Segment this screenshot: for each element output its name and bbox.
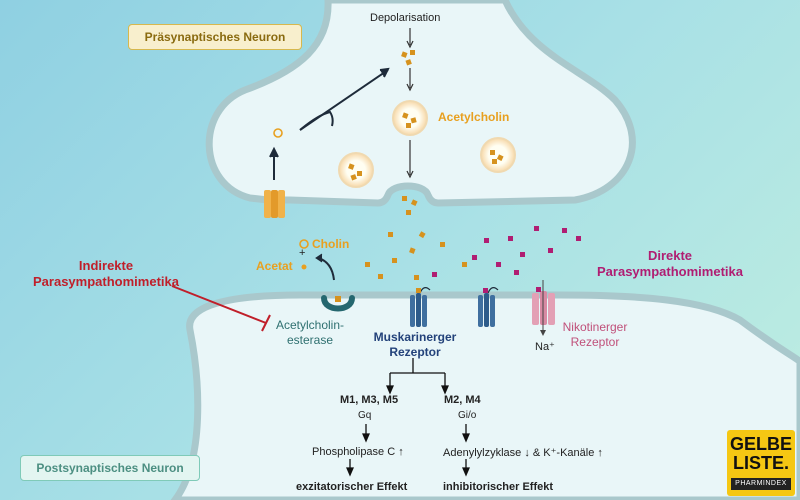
muscarinic-label-line2: Rezeptor — [389, 345, 441, 359]
vesicle — [392, 100, 428, 136]
vesicle — [480, 137, 516, 173]
acetylcholinesterase — [321, 295, 355, 312]
nicotinic-label-line1: Nikotinerger — [562, 320, 628, 334]
postsynaptic-neuron-label: Postsynaptisches Neuron — [20, 455, 200, 481]
inhibition-line — [171, 285, 271, 332]
choline-molecule — [299, 239, 309, 249]
nicotinic-receptor — [532, 280, 555, 336]
choline-recycled — [273, 128, 283, 138]
gelbe-liste-logo: GELBE LISTE. PHARMINDEX — [727, 430, 795, 496]
direct-label-line1: Direkte — [647, 248, 693, 263]
presynaptic-membrane — [205, 0, 636, 207]
direct-label-line2: Parasympathomimetika — [597, 264, 743, 279]
plus-sign: + — [299, 247, 306, 259]
presynaptic-neuron-label: Präsynaptisches Neuron — [128, 24, 302, 50]
right-effect: inhibitorischer Effekt — [443, 481, 554, 493]
left-enzyme: Phospholipase C ↑ — [312, 446, 404, 458]
acetylcholine-molecules — [401, 50, 415, 66]
right-enzyme: Adenylylzyklase ↓ & K⁺-Kanäle ↑ — [443, 447, 603, 459]
muscarinic-receptor — [410, 287, 431, 327]
choline-transporter — [264, 190, 285, 218]
logo-line3: PHARMINDEX — [731, 478, 791, 490]
indirect-label-line2: Parasympathomimetika — [33, 274, 179, 289]
left-g-protein: Gq — [358, 410, 372, 421]
direct-agonist-molecules — [432, 226, 581, 277]
acetylcholine-in-cleft — [365, 196, 467, 280]
reuptake-arrow — [269, 67, 390, 180]
muscarinic-label-line1: Muskarinerger — [373, 330, 457, 344]
muscarinic-receptor-2 — [478, 287, 499, 327]
left-effect: exzitatorischer Effekt — [296, 481, 408, 493]
right-g-protein: Gi/o — [458, 410, 477, 421]
indirect-label-line1: Indirekte — [78, 258, 134, 273]
signal-arrows — [346, 358, 470, 477]
logo-line1: GELBE — [729, 434, 792, 454]
esterase-label-line2: esterase — [286, 333, 334, 347]
left-receptors: M1, M3, M5 — [340, 394, 399, 406]
choline-label: Cholin — [312, 237, 350, 251]
vesicle — [338, 152, 374, 188]
logo-line2: LISTE. — [732, 453, 789, 473]
acetate-molecule — [301, 264, 307, 270]
depolarisation-label: Depolarisation — [370, 12, 441, 24]
arrows — [406, 28, 414, 179]
acetate-label: Acetat — [256, 259, 293, 273]
sodium-label: Na⁺ — [535, 341, 555, 353]
nicotinic-label-line2: Rezeptor — [570, 335, 620, 349]
right-receptors: M2, M4 — [444, 394, 481, 406]
postsynaptic-membrane — [170, 291, 800, 500]
esterase-label-line1: Acetylcholin- — [275, 318, 345, 332]
acetylcholine-label: Acetylcholin — [438, 110, 510, 124]
